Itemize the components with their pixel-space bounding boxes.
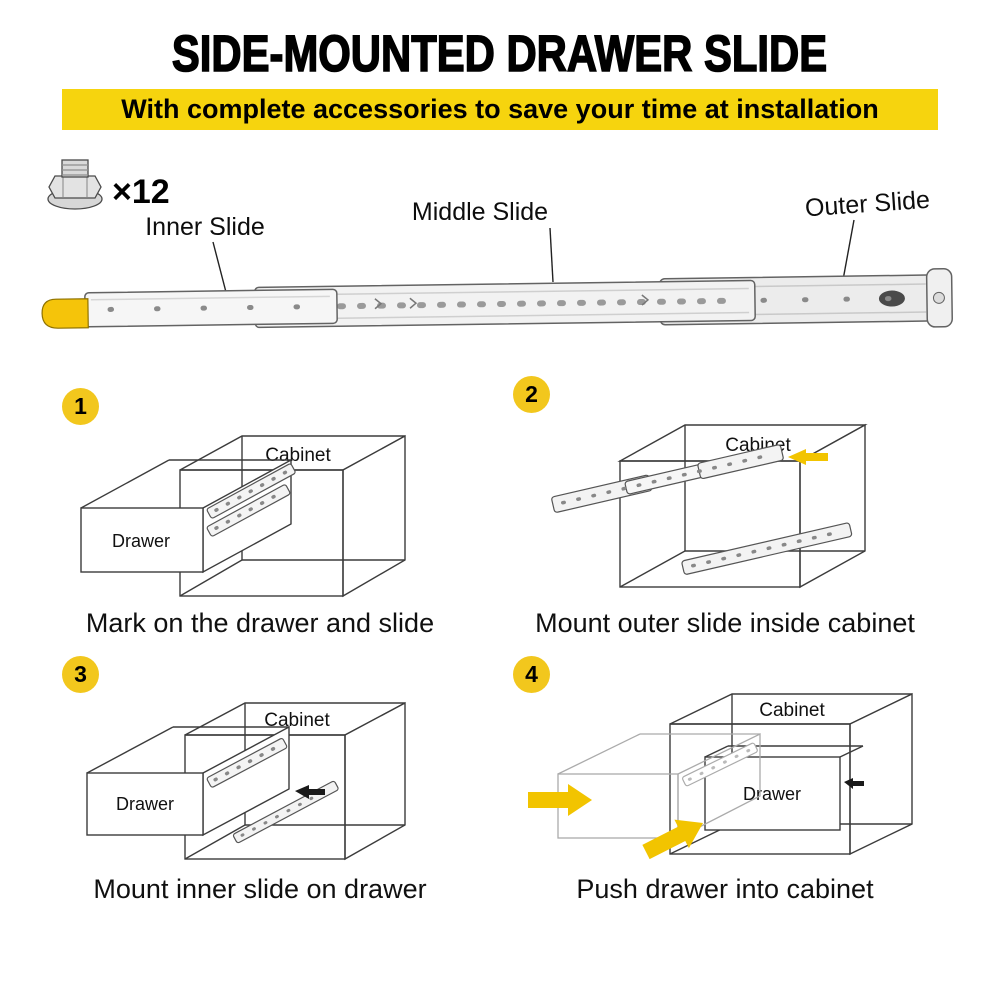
lock-lever-icon <box>878 290 905 307</box>
step-4-badge: 4 <box>513 656 550 693</box>
slide-rail-graphic <box>41 268 953 329</box>
step-1: 1 Cabinet <box>60 383 460 653</box>
step-1-badge: 1 <box>62 388 99 425</box>
step-4: 4 Cabinet Drawer <box>505 652 945 922</box>
drawer-label: Drawer <box>116 794 174 814</box>
step-1-caption: Mark on the drawer and slide <box>85 608 435 638</box>
push-arrow-icon <box>528 784 592 816</box>
inner-slide-graphic <box>41 288 338 329</box>
step-3-illustration: Cabinet Drawer <box>86 701 406 861</box>
step-4-caption: Push drawer into cabinet <box>576 874 874 904</box>
slide-on-drawer-lower <box>206 484 291 537</box>
cabinet-label: Cabinet <box>264 710 330 731</box>
drawer-inside-illustration <box>704 745 864 831</box>
highlight-arrow-icon <box>788 449 828 465</box>
outer-slide-label: Outer Slide <box>804 186 931 223</box>
push-arrow-icon <box>642 819 704 860</box>
subtitle-banner: With complete accessories to save your t… <box>62 89 938 130</box>
inner-slide-label: Inner Slide <box>145 213 265 241</box>
inner-slide-on-drawer <box>206 738 288 788</box>
drawer-label: Drawer <box>743 784 801 804</box>
page-title-text: SIDE-MOUNTED DRAWER SLIDE <box>172 24 829 83</box>
drawer-illustration <box>80 458 292 574</box>
step-1-illustration: Cabinet Drawer <box>80 434 406 598</box>
pointer-arrow-icon <box>844 778 864 789</box>
drawer-illustration <box>86 725 290 837</box>
step-3-badge: 3 <box>62 656 99 693</box>
pointer-arrow-icon <box>295 785 325 799</box>
release-lever-icon <box>41 298 89 329</box>
step-4-illustration: Cabinet Drawer <box>528 692 913 860</box>
subtitle-text: With complete accessories to save your t… <box>121 94 879 124</box>
step-2-badge: 2 <box>513 376 550 413</box>
screw-icon <box>47 159 103 210</box>
screw-count-label: ×12 <box>112 173 170 211</box>
page-title: SIDE-MOUNTED DRAWER SLIDE <box>0 24 1000 83</box>
cabinet-illustration <box>669 692 913 856</box>
inner-slide-leader-line <box>212 241 228 297</box>
step-2: 2 Cabinet Mount outer s <box>505 375 945 653</box>
middle-slide-label: Middle Slide <box>412 198 548 226</box>
slide-parts-diagram: ×12 Inner Slide Middle Slide Outer Slide <box>41 159 953 329</box>
slide-on-drawer-upper <box>206 463 296 519</box>
step-2-caption: Mount outer slide inside cabinet <box>535 608 915 638</box>
middle-slide-graphic <box>254 279 756 329</box>
cabinet-label: Cabinet <box>265 445 331 466</box>
wall-mounted-slide-graphic <box>681 522 853 575</box>
step-2-illustration: Cabinet <box>551 423 868 589</box>
cabinet-label: Cabinet <box>759 700 825 721</box>
outer-slide-leader-line <box>842 219 855 281</box>
step-3-caption: Mount inner slide on drawer <box>93 874 427 904</box>
ghost-slide-graphic <box>682 742 758 787</box>
step-3: 3 Cabinet <box>60 652 460 922</box>
extended-slide-graphic <box>551 444 784 513</box>
drawer-label: Drawer <box>112 531 170 551</box>
middle-slide-leader-line <box>549 227 554 283</box>
wall-mounted-slide-graphic <box>232 780 339 844</box>
